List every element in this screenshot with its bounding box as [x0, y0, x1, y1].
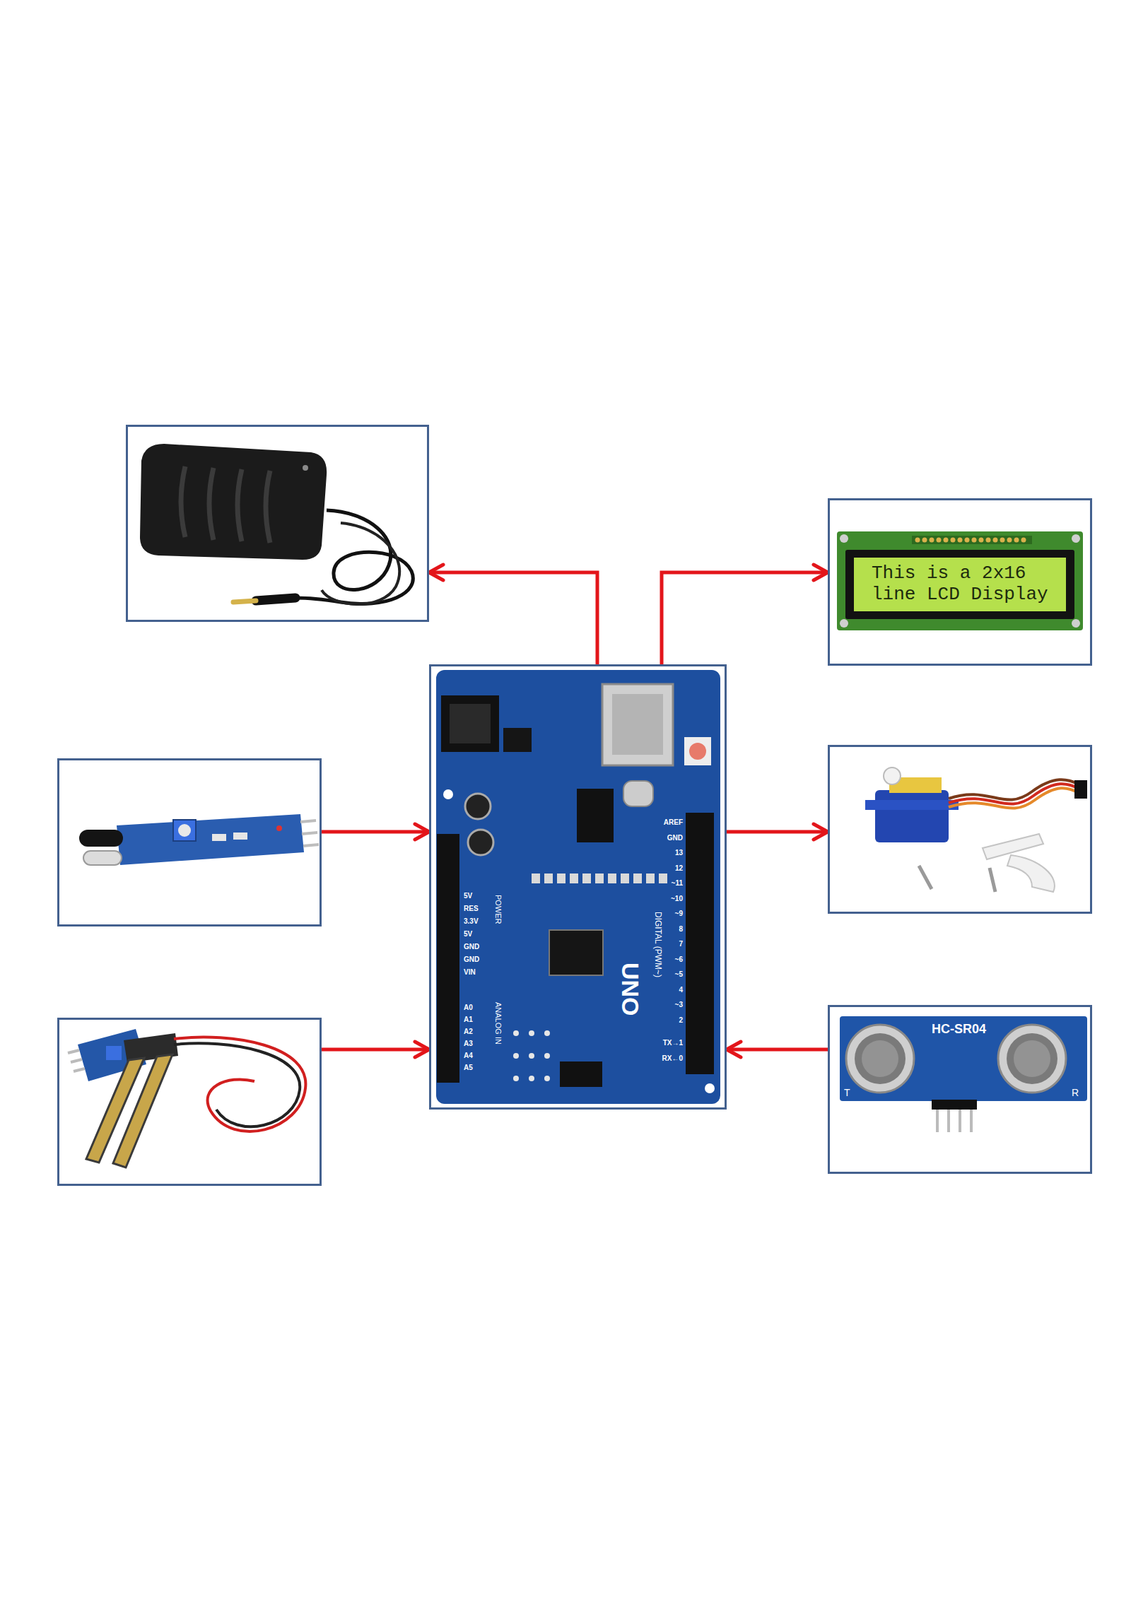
header-label: DIGITAL (PWM~) [653, 911, 664, 978]
pin-label: 3.3V [463, 917, 479, 927]
pin-label: 7 [678, 940, 683, 949]
pin-label: GND [667, 834, 683, 843]
pin-label: 13 [675, 848, 683, 858]
pin-label: A1 [463, 1015, 473, 1025]
servo-motor [865, 767, 1088, 893]
power-adapter [139, 443, 413, 605]
ir-sensor-box [57, 758, 322, 927]
pin-label: A5 [463, 1063, 473, 1073]
soil-sensor-box [57, 1017, 322, 1187]
pin-label: A4 [463, 1051, 473, 1061]
pin-label: ~9 [675, 909, 683, 919]
ultrasonic-sensor [839, 1016, 1088, 1133]
pin-label: 4 [678, 986, 683, 995]
pin-label: ~6 [675, 955, 683, 965]
pin-label: GND [463, 955, 480, 965]
connector-arrow [726, 1048, 828, 1052]
adapter-box [125, 424, 430, 623]
ultrasonic-box: HC-SR04T R [827, 1005, 1093, 1175]
pin-label: GND [463, 942, 480, 952]
pin-label: RX←0 [662, 1054, 683, 1064]
ir-sensor [79, 814, 319, 866]
connector-arrow [321, 830, 430, 835]
connector-arrow [726, 830, 828, 835]
board-name: UNO [616, 962, 644, 1017]
pin-label: A2 [463, 1027, 473, 1037]
servo-box [827, 745, 1093, 914]
pin-label: ~5 [675, 970, 683, 980]
module-label: T [844, 1087, 851, 1099]
pin-label: ~11 [671, 879, 683, 888]
pin-label: ~10 [670, 894, 683, 904]
module-label: HC-SR04 [931, 1022, 987, 1037]
lcd-text: This is a 2x16 line LCD Display [871, 562, 1054, 606]
pin-label: RES [463, 904, 479, 914]
lcd-box: This is a 2x16 line LCD Display [827, 498, 1093, 666]
pin-label: A3 [463, 1039, 473, 1049]
header-label: ANALOG IN [493, 1002, 503, 1045]
pin-label: TX→1 [663, 1039, 683, 1048]
module-label: R [1071, 1087, 1079, 1099]
pin-label: 2 [678, 1016, 683, 1025]
pin-label: 8 [678, 925, 683, 934]
arduino-board [436, 670, 721, 1105]
pin-label: 5V [463, 892, 473, 901]
pin-label: ~3 [675, 1000, 683, 1010]
lcd-module [836, 531, 1083, 631]
connector-arrow [429, 572, 598, 665]
pin-label: VIN [463, 968, 476, 977]
connector-arrow [661, 572, 828, 665]
pin-label: A0 [463, 1003, 473, 1013]
header-label: POWER [493, 894, 503, 925]
pin-label: AREF [663, 818, 683, 828]
connector-arrow [321, 1048, 430, 1052]
pin-label: 12 [675, 864, 683, 873]
pin-label: 5V [463, 930, 473, 939]
soil-sensor [67, 1029, 306, 1168]
